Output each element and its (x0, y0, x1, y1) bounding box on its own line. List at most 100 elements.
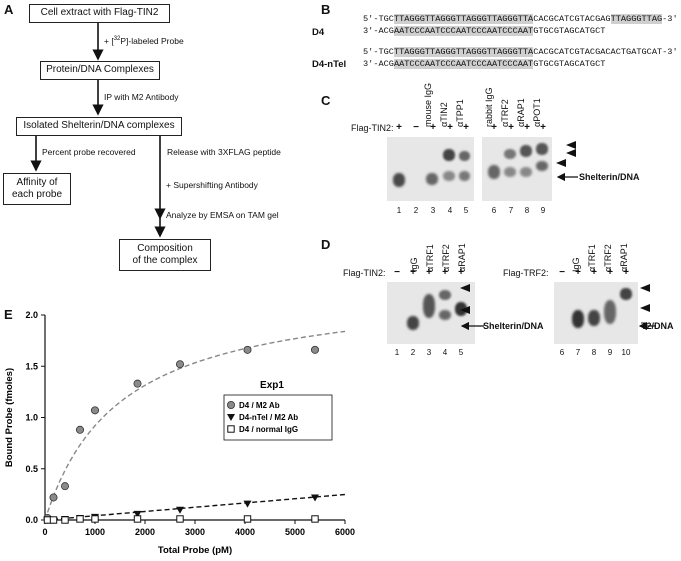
sign-d-1: − (394, 267, 400, 278)
seq-d4-bottom: 3'-ACGAATCCCAATCCCAATCCCAATCCCAATGTGCGTA… (363, 26, 605, 36)
data-point (243, 345, 252, 354)
lane-number: 7 (575, 348, 581, 357)
y-tick-label: 1.5 (25, 361, 38, 371)
lane-number: 2 (413, 206, 419, 215)
sign-c-6: + (491, 122, 497, 133)
band (459, 171, 470, 181)
composition-line2: of the complex (132, 255, 198, 266)
sign-c-7: + (508, 122, 514, 133)
x-tick-label: 4000 (235, 527, 255, 537)
data-point (243, 515, 252, 523)
seq-telomeric: AATCCCAATCCCAATCCCAATCCCAAT (393, 26, 534, 36)
seq-telomeric: TTAGGGTTAGGGTTAGGGTTAGGGTTA (393, 47, 534, 57)
lane-number: 5 (458, 348, 464, 357)
panel-e-letter: E (4, 307, 13, 322)
legend-label: D4 / M2 Ab (239, 401, 280, 410)
data-point (311, 515, 319, 523)
legend-title: Exp1 (260, 380, 284, 391)
supershift-arrowhead (566, 149, 576, 157)
band (572, 310, 584, 328)
band (407, 316, 419, 330)
lane-number: 6 (559, 348, 565, 357)
lane-number: 7 (508, 206, 514, 215)
panel-d-letter: D (321, 237, 331, 252)
seq-part: 3'-ACG (363, 59, 394, 69)
lane-number: 9 (540, 206, 546, 215)
lane-number: 4 (447, 206, 453, 215)
panel-a-letter: A (4, 2, 14, 17)
data-point (49, 493, 58, 502)
step-release-3xflag: Release with 3XFLAG peptide (167, 147, 281, 157)
seq-part: 3'-ACG (363, 26, 394, 36)
seq-d4ntel-bottom: 3'-ACGAATCCCAATCCCAATCCCAATCCCAATGTGCGTA… (363, 59, 605, 69)
seq-part: 5'-TGC (363, 14, 394, 24)
x-tick-label: 2000 (135, 527, 155, 537)
data-points (43, 345, 319, 524)
seq-telomeric-overhang: TTAGGGTTAG (610, 14, 663, 24)
supershift-arrowhead (460, 306, 470, 314)
step-labeled-probe: + [32P]-labeled Probe (104, 36, 184, 46)
sign-d-2: + (410, 267, 416, 278)
supershift-arrowhead (640, 284, 650, 292)
lane-number: 4 (442, 348, 448, 357)
flag-tin2-label-c: Flag-TIN2: (351, 123, 394, 133)
sign-c-1: + (396, 122, 402, 133)
band-label-shelterin-c: Shelterin/DNA (579, 172, 640, 182)
y-tick-label: 0.5 (25, 464, 38, 474)
sign-c-3: + (430, 122, 436, 133)
gel-c-markers (556, 141, 578, 182)
flag-tin2-label-d: Flag-TIN2: (343, 268, 386, 278)
band (620, 288, 632, 300)
lane-number: 2 (410, 348, 416, 357)
band (443, 171, 455, 181)
supershift-arrowhead (460, 284, 470, 292)
x-tick-label: 0 (42, 527, 47, 537)
data-point (311, 494, 319, 502)
gel-c-left (387, 137, 474, 201)
data-point (133, 515, 142, 523)
legend-label: D4-nTel / M2 Ab (239, 413, 298, 422)
band (488, 165, 500, 179)
x-tick-label: 5000 (285, 527, 305, 537)
data-point (43, 516, 52, 524)
y-tick-label: 0.0 (25, 515, 38, 525)
band (504, 167, 516, 177)
data-point (175, 360, 184, 369)
legend-marker (227, 414, 235, 421)
header-mouse-igg: mouse IgG (423, 82, 433, 127)
sign-d-6: − (559, 267, 565, 278)
data-point (310, 345, 319, 354)
sign-d-10: + (623, 267, 629, 278)
band (439, 310, 451, 320)
seq-telomeric: TTAGGGTTAGGGTTAGGGTTAGGGTTA (393, 14, 534, 24)
y-tick-label: 1.0 (25, 413, 38, 423)
sign-d-9: + (607, 267, 613, 278)
band (520, 145, 532, 157)
legend-label: D4 / normal IgG (239, 425, 298, 434)
lane-number: 8 (591, 348, 597, 357)
band (536, 143, 548, 155)
y-tick-label: 2.0 (25, 310, 38, 320)
band (393, 173, 405, 187)
step-supershift: + Supershifting Antibody (166, 180, 258, 190)
step-ip-m2: IP with M2 Antibody (104, 92, 179, 102)
legend-box (223, 394, 333, 441)
lane-number: 9 (607, 348, 613, 357)
sign-d-5: + (458, 267, 464, 278)
lane-number: 5 (463, 206, 469, 215)
seq-part: CACGCATCGTACGAG (533, 14, 611, 24)
data-point (76, 515, 84, 523)
band (588, 310, 600, 326)
lane-number: 6 (491, 206, 497, 215)
band (455, 302, 467, 316)
panel-c-letter: C (321, 93, 331, 108)
lane-number: 3 (426, 348, 432, 357)
sign-c-4: + (447, 122, 453, 133)
data-point (61, 516, 69, 524)
band (459, 151, 470, 161)
band (443, 149, 455, 161)
lane-number: 3 (430, 206, 436, 215)
band (520, 167, 532, 177)
step-probe-prefix: + [ (104, 36, 114, 46)
